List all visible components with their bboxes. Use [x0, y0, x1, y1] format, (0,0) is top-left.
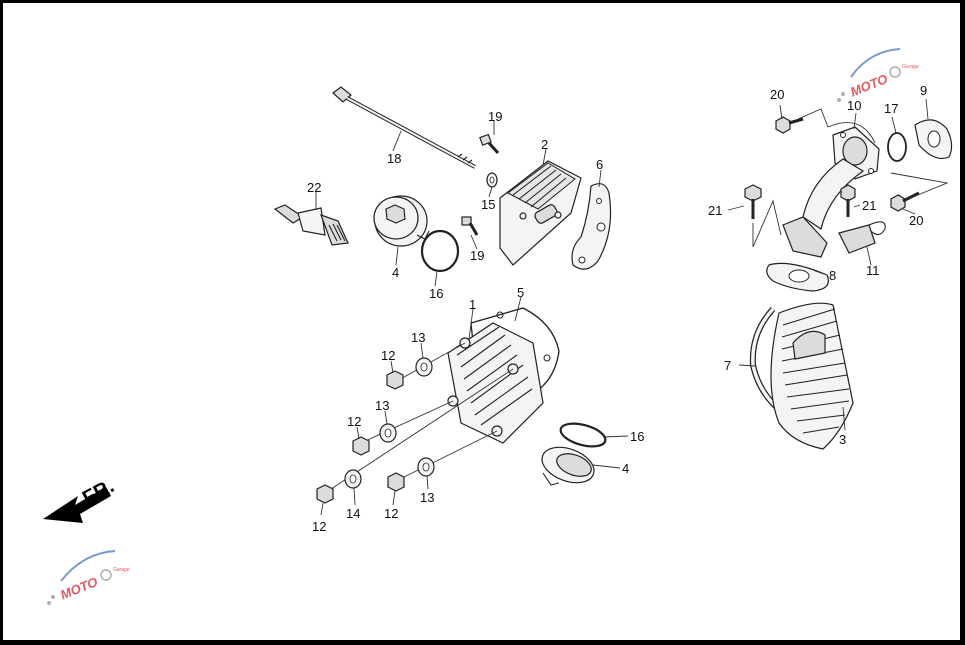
callout-3: 3 [839, 432, 846, 447]
part-6-gasket [571, 183, 612, 270]
part-21-bolt-left [744, 184, 762, 219]
callout-10: 10 [847, 98, 861, 113]
part-20-bolt-upper [775, 116, 804, 134]
callout-19-upper: 19 [488, 109, 502, 124]
part-12-nut-c [316, 484, 334, 504]
watermark-logo-top-right: MOTO Garage [837, 48, 919, 102]
part-19-bolt-lower [461, 216, 479, 236]
callout-16-upper: 16 [429, 286, 443, 301]
part-8-exhaust-gasket [766, 262, 829, 292]
callout-2: 2 [541, 137, 548, 152]
callout-1: 1 [469, 297, 476, 312]
callout-16-lower: 16 [630, 429, 644, 444]
part-1-cylinder-head [447, 322, 544, 444]
part-4-plug-cap-lower [541, 446, 595, 486]
part-20-bolt-right [890, 191, 920, 212]
callout-19-lower: 19 [470, 248, 484, 263]
part-11-bracket [838, 221, 886, 254]
callout-8: 8 [829, 268, 836, 283]
part-17-gasket-ring [887, 132, 907, 162]
callout-12-b: 12 [347, 414, 361, 429]
callout-leaders [315, 98, 929, 516]
watermark-brand-text: MOTO [848, 71, 890, 99]
callout-4-lower: 4 [622, 461, 629, 476]
front-direction-arrow: FR. [43, 475, 118, 523]
exploded-parts-diagram: FR. MOTO Garage MOTO Garage [43, 48, 953, 605]
part-4-plug-cap-upper [373, 195, 430, 247]
part-19-bolt-upper [479, 133, 500, 155]
callout-13-b: 13 [375, 398, 389, 413]
callout-12-d: 12 [384, 506, 398, 521]
callout-7: 7 [724, 358, 731, 373]
callout-14: 14 [346, 506, 360, 521]
callout-9: 9 [920, 83, 927, 98]
part-12-nut-b [352, 436, 370, 456]
callout-21-left: 21 [708, 203, 722, 218]
callout-12-a: 12 [381, 348, 395, 363]
callout-11: 11 [866, 263, 880, 278]
part-10-exhaust-pipe [782, 126, 880, 258]
watermark-tagline: Garage [902, 64, 919, 70]
part-7-shroud-seal [749, 306, 783, 414]
callout-6: 6 [596, 157, 603, 172]
callout-22: 22 [307, 180, 321, 195]
leader-21-pipe [752, 199, 782, 248]
part-3-cylinder-shroud [770, 302, 854, 450]
callout-13-a: 13 [411, 330, 425, 345]
part-21-bolt-right [840, 184, 856, 217]
part-16-o-ring-lower [559, 422, 607, 448]
part-12-nut-a [386, 370, 404, 390]
callout-20-upper: 20 [770, 87, 784, 102]
callout-13-c: 13 [420, 490, 434, 505]
part-16-o-ring-upper [420, 229, 460, 273]
part-12-nut-d [387, 472, 405, 492]
callout-20-right: 20 [909, 213, 923, 228]
watermark-logo-bottom-left: MOTO Garage [47, 550, 130, 605]
part-9-flange-gasket [914, 119, 953, 160]
callout-21-right: 21 [862, 198, 876, 213]
part-22-spark-plug [273, 204, 349, 246]
callout-18: 18 [387, 151, 401, 166]
part-2-head-cover [499, 160, 582, 266]
watermark-tagline: Garage [113, 567, 130, 573]
callout-4-upper: 4 [392, 265, 399, 280]
leader-20-pipe [890, 172, 949, 200]
leader-20-10 [797, 108, 876, 144]
callout-15: 15 [481, 197, 495, 212]
callout-17: 17 [884, 101, 898, 116]
part-18-stud-bolt [332, 86, 476, 169]
callout-5: 5 [517, 285, 524, 300]
callout-labels: 18 19 2 6 15 22 4 16 19 1 5 13 12 13 12 … [307, 83, 927, 534]
callout-12-c: 12 [312, 519, 326, 534]
